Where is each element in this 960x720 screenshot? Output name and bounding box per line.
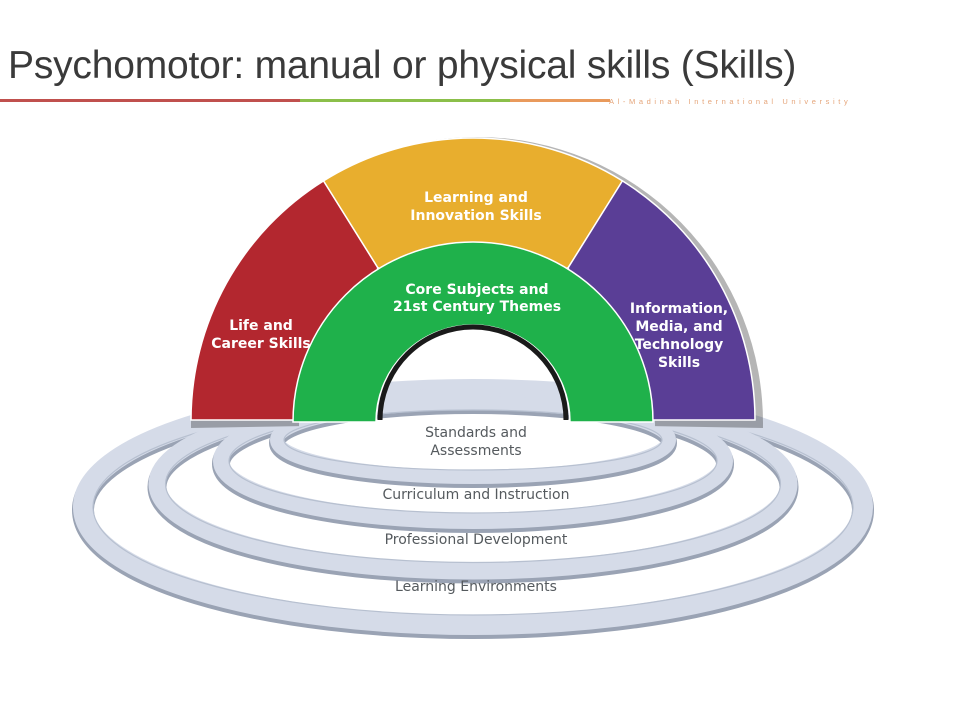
skills-arch [190,136,764,428]
label-core-subjects-line: 21st Century Themes [393,299,561,315]
ring-label-3: Professional Development [385,532,568,548]
support-rings [72,379,874,639]
ring-label-2-line: Curriculum and Instruction [383,487,570,503]
label-info-line: Media, and [635,319,722,335]
ring-label-2: Curriculum and Instruction [383,487,570,503]
support-ring-edge [283,409,663,471]
title-rule-orange [510,99,610,102]
title-rule-green [300,99,510,102]
slide-title: Psychomotor: manual or physical skills (… [8,44,797,87]
label-life-line: Life and [229,318,293,334]
title-rule-red [0,99,300,102]
ring-label-4: Learning Environments [395,579,557,595]
label-info-line: Information, [630,301,728,317]
university-name: Al-Madinah International University [609,97,852,106]
ring-label-3-line: Professional Development [385,532,568,548]
label-learning-line: Innovation Skills [410,208,541,224]
support-ring [270,396,676,484]
label-core-subjects-line: Core Subjects and [405,282,548,298]
inner-arch-shadow [377,324,569,421]
ring-label-4-line: Learning Environments [395,579,557,595]
label-info-line: Technology [635,337,724,353]
label-info-line: Skills [658,355,700,371]
ring-label-1-line: Assessments [430,443,521,459]
label-life-line: Career Skills [211,336,311,352]
label-learning-line: Learning and [424,190,528,206]
ring-label-1-line: Standards and [425,425,527,441]
